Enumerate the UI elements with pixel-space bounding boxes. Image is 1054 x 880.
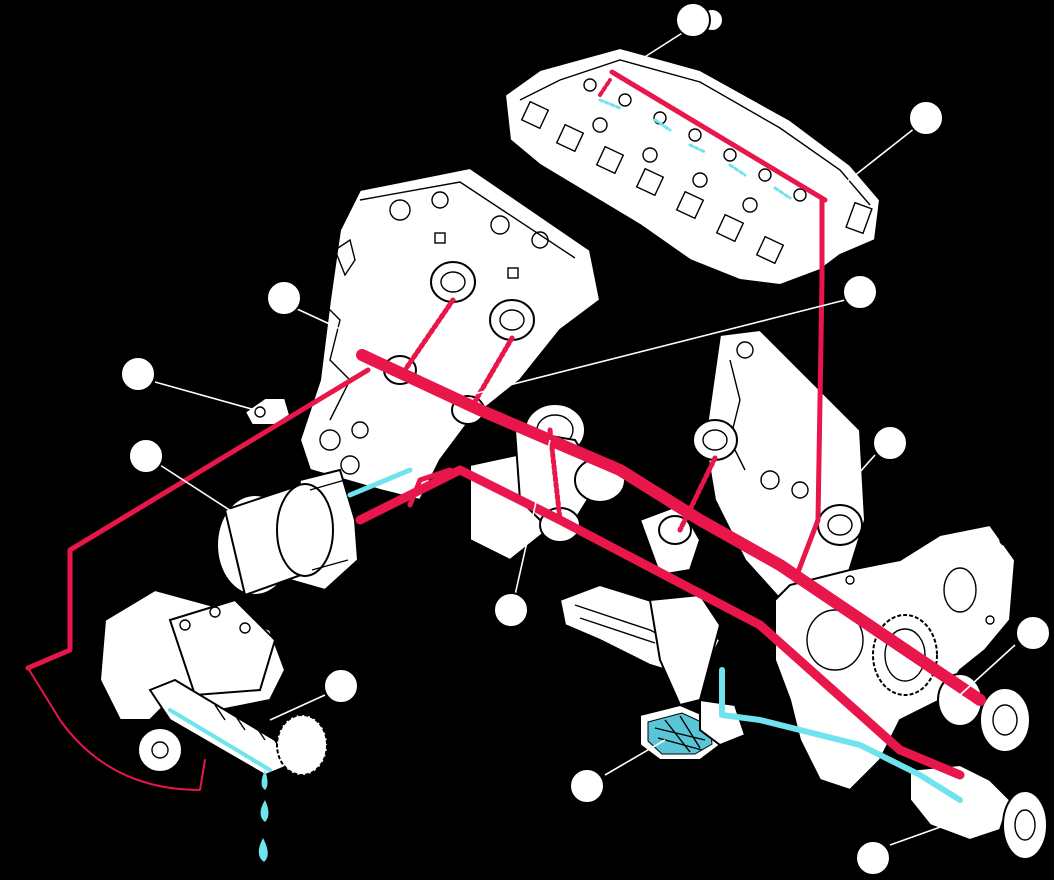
callout-piston-cooling — [872, 425, 908, 461]
callout-main-gallery — [266, 280, 302, 316]
oil-filter-icon — [216, 468, 360, 597]
callout-oil-pump — [855, 840, 891, 876]
callout-oil-strainer — [569, 768, 605, 804]
callout-oil-filter — [128, 438, 164, 474]
oil-strainer-icon — [639, 698, 747, 761]
callouts — [120, 2, 1051, 876]
callout-cylinder-head-passage — [908, 100, 944, 136]
leader-lines — [154, 27, 1016, 846]
callout-idle-gear — [1015, 615, 1051, 651]
oil-drip-icon — [258, 770, 269, 862]
pressure-oil-lines — [25, 69, 986, 791]
cylinder-head-icon — [503, 8, 882, 287]
callout-crankshaft-journal — [493, 592, 529, 628]
callout-pressure-switch — [120, 356, 156, 392]
callout-rocker-arm — [675, 2, 711, 38]
callout-camshaft-bushing — [842, 274, 878, 310]
injection-pump-icon — [98, 579, 328, 777]
camshaft-bushings-icon — [383, 261, 863, 546]
return-oil-lines — [168, 98, 963, 862]
callout-injection-pump — [323, 668, 359, 704]
